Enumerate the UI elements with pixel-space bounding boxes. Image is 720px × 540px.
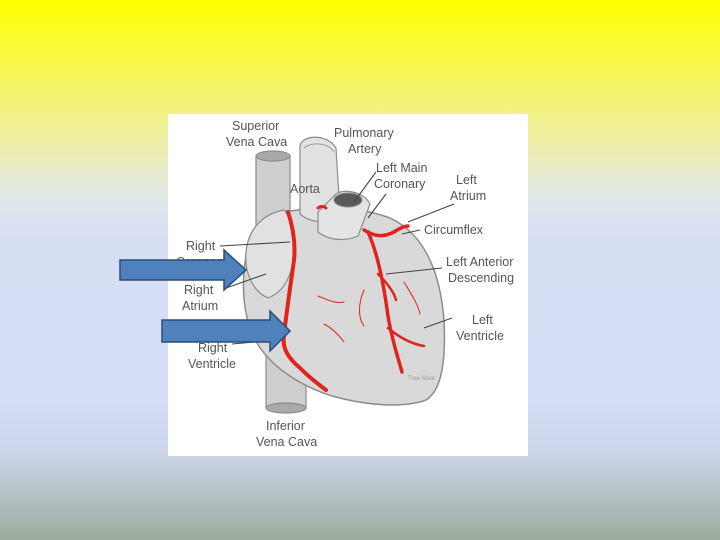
coronary-arteries (281, 205, 426, 392)
pulmonary-artery (317, 190, 371, 241)
watermark-text: Tree Mast (408, 376, 435, 382)
label-circumflex: Circumflex (424, 223, 484, 237)
label-aorta: Aorta (290, 182, 320, 196)
